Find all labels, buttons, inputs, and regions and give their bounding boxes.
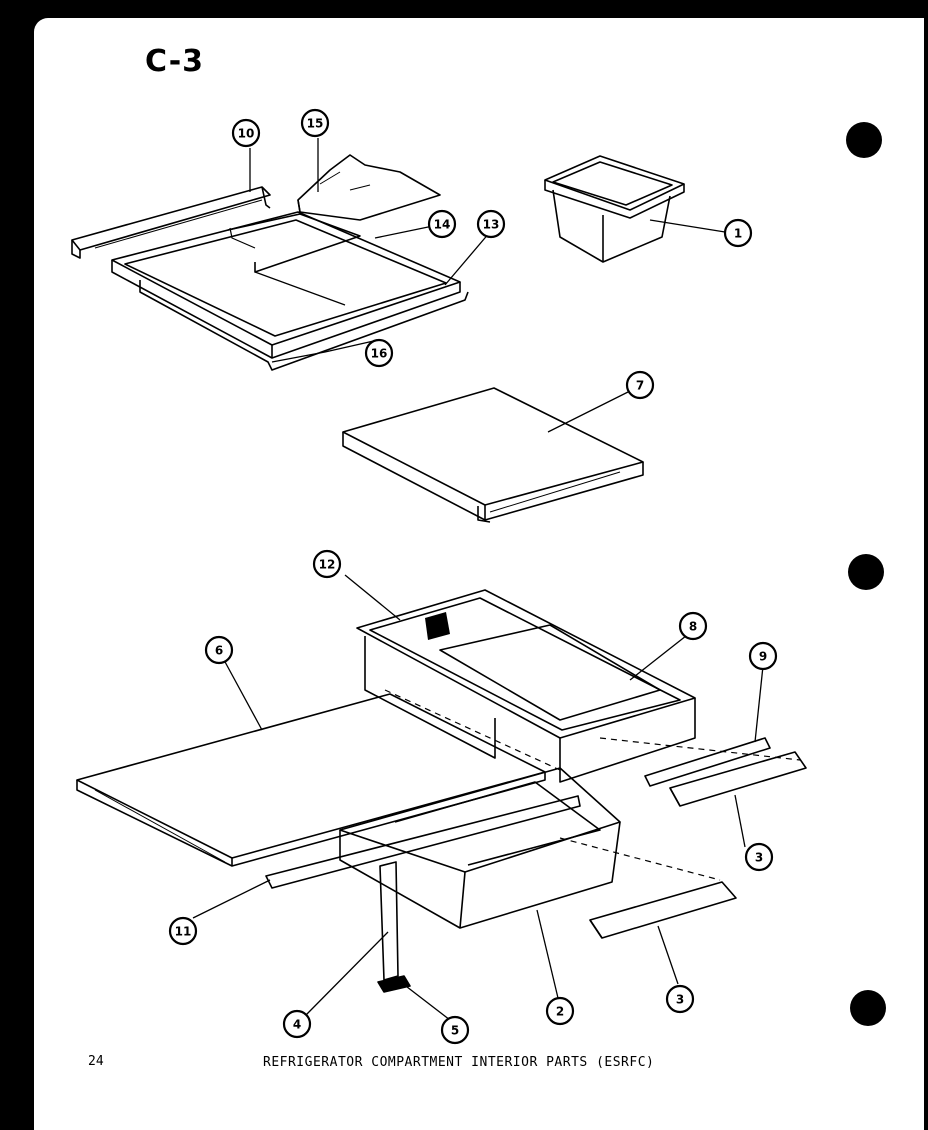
part-12-crisper-frame (356, 589, 696, 783)
part-11-rail (265, 795, 581, 889)
callout-9: 9 (748, 641, 778, 671)
svg-text:3: 3 (755, 851, 763, 865)
alignment-line (559, 837, 721, 881)
callout-13: 13 (476, 209, 506, 239)
svg-text:1: 1 (734, 227, 742, 241)
callout-3-lower: 3 (665, 984, 695, 1014)
callout-8: 8 (678, 611, 708, 641)
callout-10: 10 (231, 118, 261, 148)
svg-text:4: 4 (293, 1018, 301, 1032)
svg-text:8: 8 (689, 620, 697, 634)
svg-text:11: 11 (175, 925, 192, 939)
part-15-cover (297, 154, 441, 221)
part-4-support (379, 861, 399, 981)
svg-text:12: 12 (319, 558, 336, 572)
svg-text:5: 5 (451, 1024, 459, 1038)
svg-text:3: 3 (676, 993, 684, 1007)
part-3-rail-lower (589, 881, 737, 939)
alignment-line (384, 689, 561, 771)
svg-text:6: 6 (215, 644, 223, 658)
alignment-line (599, 737, 801, 761)
part-6-shelf (76, 693, 546, 867)
part-7-glass-shelf (342, 387, 644, 523)
callout-3-upper: 3 (744, 842, 774, 872)
callout-1: 1 (723, 218, 753, 248)
svg-text:16: 16 (371, 347, 388, 361)
callout-15: 15 (300, 108, 330, 138)
part-3-rail-upper (669, 751, 807, 807)
binder-hole (848, 554, 884, 590)
callout-14: 14 (427, 209, 457, 239)
callout-5: 5 (440, 1015, 470, 1045)
svg-text:15: 15 (307, 117, 324, 131)
svg-text:2: 2 (556, 1005, 564, 1019)
callout-2: 2 (545, 996, 575, 1026)
part-1-bin (544, 155, 685, 263)
callout-7: 7 (625, 370, 655, 400)
callout-11: 11 (168, 916, 198, 946)
callout-4: 4 (282, 1009, 312, 1039)
callout-6: 6 (204, 635, 234, 665)
scan-speck (7, 314, 11, 318)
part-16-shelf-frame (111, 211, 469, 371)
svg-text:14: 14 (434, 218, 451, 232)
part-5-foot (377, 975, 411, 993)
svg-text:9: 9 (759, 650, 767, 664)
page-number: 24 (88, 1054, 104, 1069)
svg-text:13: 13 (483, 218, 500, 232)
page-label: C-3 (145, 44, 205, 79)
part-9-rail (644, 737, 771, 787)
callouts: 1 10 15 14 13 16 7 12 8 9 6 3 11 4 5 2 3 (168, 108, 778, 1045)
part-10-rail (71, 186, 271, 259)
part-2-drawer (339, 767, 621, 929)
callout-12: 12 (312, 549, 342, 579)
binder-hole (850, 990, 886, 1026)
binder-hole (846, 122, 882, 158)
svg-text:10: 10 (238, 127, 255, 141)
svg-text:7: 7 (636, 379, 644, 393)
page-caption: REFRIGERATOR COMPARTMENT INTERIOR PARTS … (263, 1055, 655, 1070)
callout-16: 16 (364, 338, 394, 368)
